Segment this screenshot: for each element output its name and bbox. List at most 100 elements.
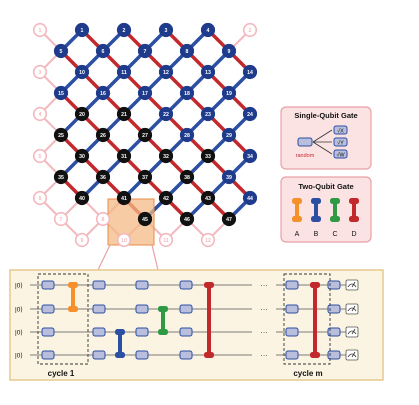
qubit-label: 28 bbox=[184, 133, 190, 139]
single-qubit-gate bbox=[92, 280, 106, 290]
two-qubit-gate-a: A bbox=[292, 198, 302, 238]
qubit-node: 47 bbox=[221, 211, 237, 227]
qubit-circle bbox=[179, 211, 195, 227]
qubit-circle bbox=[158, 232, 174, 248]
single-qubit-gate bbox=[327, 350, 341, 360]
qubit-label: 11 bbox=[163, 238, 169, 244]
qubit-label: 46 bbox=[184, 217, 190, 223]
qubit-node: 42 bbox=[158, 190, 174, 206]
qubit-label: 27 bbox=[142, 133, 148, 139]
svg-text:√Y: √Y bbox=[337, 140, 344, 147]
qubit-circle bbox=[200, 64, 216, 80]
qubit-circle bbox=[221, 127, 237, 143]
qubit-circle bbox=[74, 64, 90, 80]
qubit-circle bbox=[221, 169, 237, 185]
qubit-circle bbox=[137, 85, 153, 101]
qubit-circle bbox=[116, 64, 132, 80]
qubit-label: 21 bbox=[121, 112, 127, 118]
ghost-qubit: 3 bbox=[32, 64, 48, 80]
qubit-label: 17 bbox=[142, 91, 148, 97]
qubit-circle bbox=[116, 22, 132, 38]
single-qubit-gate bbox=[92, 304, 106, 314]
qubit-node: 40 bbox=[74, 190, 90, 206]
qubit-circle bbox=[221, 211, 237, 227]
qubit-circle bbox=[32, 22, 48, 38]
qubit-node: 41 bbox=[116, 190, 132, 206]
qubit-node: 7 bbox=[137, 43, 153, 59]
qubit-circle bbox=[137, 211, 153, 227]
qubit-label: 35 bbox=[58, 175, 64, 181]
qubit-label: 2 bbox=[249, 28, 252, 34]
qubit-node: 34 bbox=[242, 148, 258, 164]
qubit-circle bbox=[242, 190, 258, 206]
qubit-circle bbox=[200, 190, 216, 206]
qubit-circle bbox=[158, 64, 174, 80]
qubit-label: 12 bbox=[163, 70, 169, 76]
qubit-node: 18 bbox=[179, 85, 195, 101]
single-qubit-gate bbox=[285, 304, 299, 314]
qubit-label: 37 bbox=[142, 175, 148, 181]
qubit-label: 41 bbox=[121, 196, 127, 202]
single-qubit-gate-panel: Single-Qubit Gate random √X √Y √W bbox=[280, 106, 372, 170]
qubit-circle bbox=[95, 211, 111, 227]
zoom-connector bbox=[97, 244, 159, 271]
qubit-node: 31 bbox=[116, 148, 132, 164]
qubit-circle bbox=[200, 106, 216, 122]
qubit-circle bbox=[137, 169, 153, 185]
qubit-circle bbox=[242, 148, 258, 164]
qubit-label: 4 bbox=[207, 28, 210, 34]
qubit-label: 7 bbox=[60, 217, 63, 223]
qubit-node: 21 bbox=[116, 106, 132, 122]
qubit-circle bbox=[74, 232, 90, 248]
qubit-circle bbox=[95, 127, 111, 143]
qubit-node: 43 bbox=[200, 190, 216, 206]
qubit-node: 10 bbox=[74, 64, 90, 80]
qubit-label: 15 bbox=[58, 91, 64, 97]
qubit-label: 12 bbox=[205, 238, 211, 244]
circuit-content: |0⟩···|0⟩···|0⟩···|0⟩··· bbox=[15, 273, 359, 365]
qubit-label: 9 bbox=[81, 238, 84, 244]
cycle-first-box bbox=[37, 273, 89, 365]
single-qubit-gate bbox=[179, 327, 193, 337]
qubit-circle bbox=[53, 169, 69, 185]
qubit-label: 40 bbox=[79, 196, 85, 202]
ghost-qubit: 10 bbox=[116, 232, 132, 248]
qubit-circle bbox=[53, 43, 69, 59]
qubit-circle bbox=[32, 64, 48, 80]
qubit-node: 45 bbox=[137, 211, 153, 227]
qubit-node: 8 bbox=[179, 43, 195, 59]
qubit-node: 29 bbox=[221, 127, 237, 143]
ellipsis: ··· bbox=[261, 330, 268, 337]
qubit-circle bbox=[116, 148, 132, 164]
qubit-label: 30 bbox=[79, 154, 85, 160]
qubit-node: 2 bbox=[116, 22, 132, 38]
circuit-gate-d bbox=[204, 282, 214, 358]
qubit-circle bbox=[53, 127, 69, 143]
qubit-circle bbox=[158, 148, 174, 164]
qubit-circle bbox=[116, 232, 132, 248]
qubit-label: 26 bbox=[100, 133, 106, 139]
qubit-label: 1 bbox=[81, 28, 84, 34]
qubit-node: 1 bbox=[74, 22, 90, 38]
qubit-node: 35 bbox=[53, 169, 69, 185]
ghost-qubit: 8 bbox=[95, 211, 111, 227]
qubit-node: 36 bbox=[95, 169, 111, 185]
ghost-qubit: 7 bbox=[53, 211, 69, 227]
two-qubit-panel-box bbox=[280, 176, 372, 243]
qubit-label: 31 bbox=[121, 154, 127, 160]
single-qubit-gate bbox=[135, 304, 149, 314]
single-qubit-gate bbox=[285, 327, 299, 337]
qubit-node: 22 bbox=[158, 106, 174, 122]
two-qubit-gate-c: C bbox=[330, 198, 340, 238]
sqrt-y-icon: √Y bbox=[333, 137, 348, 147]
qubit-label: 25 bbox=[58, 133, 64, 139]
qubit-label: 5 bbox=[60, 49, 63, 55]
single-qubit-gate bbox=[41, 304, 55, 314]
qubit-node: 5 bbox=[53, 43, 69, 59]
single-qubit-gate bbox=[285, 350, 299, 360]
qubit-label: 47 bbox=[226, 217, 232, 223]
qubit-node: 13 bbox=[200, 64, 216, 80]
qubit-circle bbox=[200, 232, 216, 248]
qubit-circle bbox=[242, 22, 258, 38]
